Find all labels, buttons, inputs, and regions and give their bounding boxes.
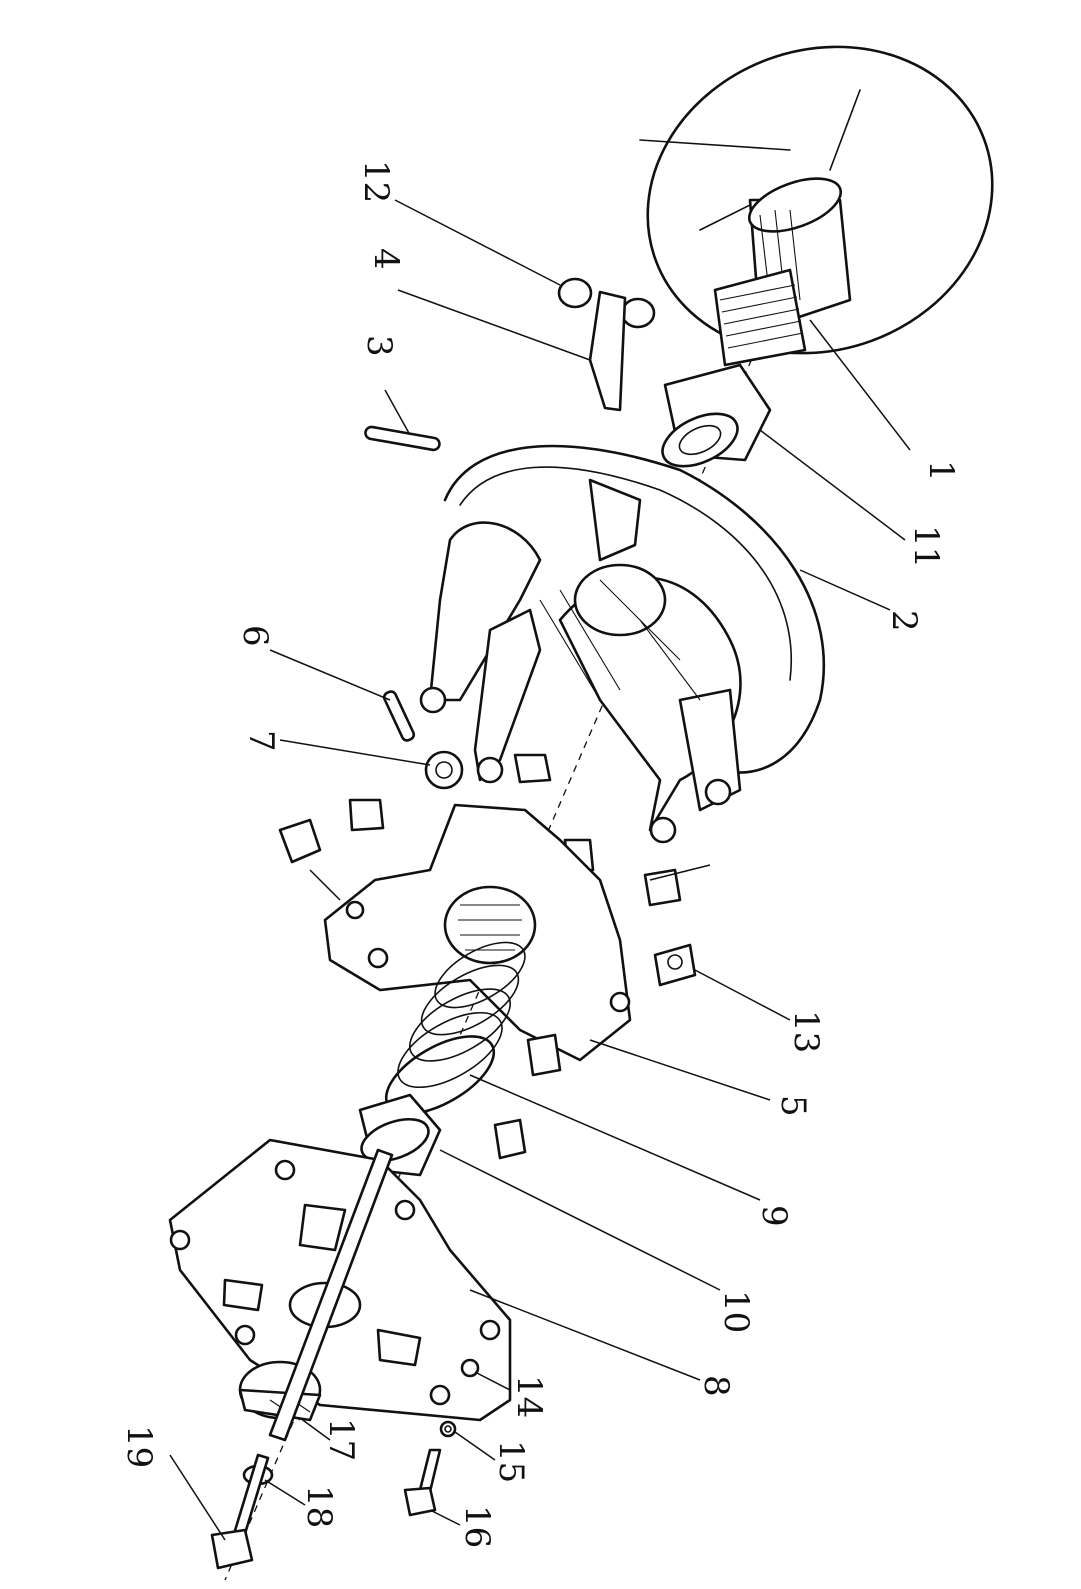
- part-15-washer: [439, 1420, 457, 1438]
- callout-1: 1: [921, 460, 961, 482]
- part-5-spider: [323, 803, 632, 1062]
- leader-lines: [169, 199, 911, 1541]
- part-14-washer: [460, 1358, 480, 1378]
- callout-15: 15: [491, 1440, 531, 1483]
- callout-5: 5: [773, 1095, 813, 1117]
- callout-13: 13: [786, 1010, 826, 1053]
- part-12-rollers: [557, 277, 656, 329]
- callout-4: 4: [366, 248, 406, 270]
- callout-6: 6: [235, 625, 275, 647]
- part-13-cap-screw: [653, 943, 697, 987]
- callout-16: 16: [457, 1505, 497, 1548]
- callout-18: 18: [299, 1485, 339, 1528]
- callout-14: 14: [509, 1375, 549, 1418]
- part-4-flyweight: [588, 290, 627, 412]
- part-6-pin: [382, 690, 416, 742]
- center-shaft: [268, 1148, 394, 1442]
- callouts: 1 2 3 4 5 6 7 8 9 10 11 12 13 14 15 16 1…: [119, 160, 961, 1548]
- callout-11: 11: [906, 525, 946, 568]
- callout-10: 10: [716, 1290, 756, 1333]
- callout-7: 7: [241, 730, 281, 752]
- part-7-bushing: [424, 750, 464, 790]
- part-3-pin: [364, 425, 441, 452]
- part-19-bolt: [210, 1453, 270, 1570]
- part-1-fixed-sheave: [639, 45, 994, 367]
- callout-8: 8: [696, 1375, 736, 1397]
- part-11-nut: [661, 363, 772, 468]
- screws: [278, 798, 595, 874]
- callout-12: 12: [356, 160, 396, 203]
- callout-3: 3: [359, 335, 399, 357]
- spider-nuts: [493, 1033, 562, 1160]
- part-16-bolt: [403, 1448, 442, 1517]
- callout-2: 2: [884, 610, 924, 632]
- callout-19: 19: [119, 1425, 159, 1468]
- part-2-movable-sheave: [419, 444, 826, 844]
- callout-17: 17: [321, 1418, 361, 1461]
- callout-9: 9: [754, 1205, 794, 1227]
